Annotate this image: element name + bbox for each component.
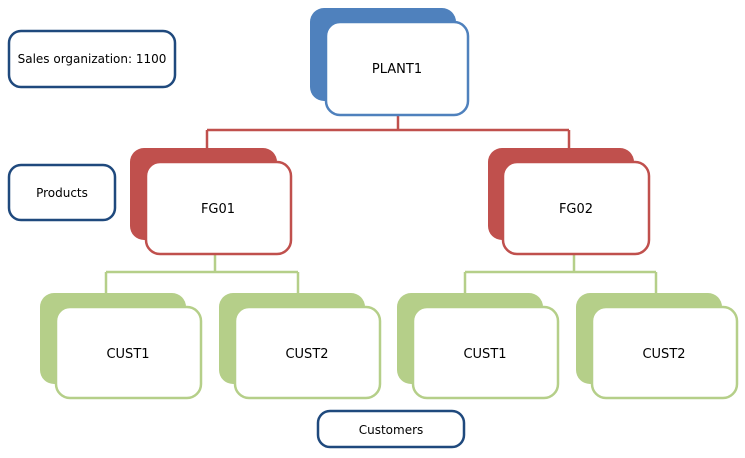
node-fg02-label: FG02 — [559, 202, 593, 217]
legend-sales-org-box — [7, 29, 177, 89]
legend-sales-org-label: Sales organization: 1100 — [18, 52, 167, 66]
legend-products-label: Products — [36, 186, 88, 200]
node-plant[interactable]: PLANT1 — [310, 8, 470, 117]
node-fg02-card — [501, 160, 651, 256]
node-customer-fg02-cust1[interactable]: CUST1 — [397, 293, 560, 400]
node-customer-label: CUST1 — [106, 347, 149, 362]
node-customer-card — [590, 305, 739, 400]
node-customer-card — [54, 305, 203, 400]
legend-customers-box — [316, 409, 466, 449]
node-customer-card — [233, 305, 382, 400]
node-fg01-card — [144, 160, 293, 256]
legend-products-box — [7, 163, 117, 222]
node-customer-card — [411, 305, 560, 400]
legend-sales-org: Sales organization: 1100 — [7, 29, 177, 89]
node-product-fg01[interactable]: FG01 — [130, 148, 293, 256]
legend-customers: Customers — [316, 409, 466, 449]
product-connectors — [104, 254, 658, 295]
node-product-fg02[interactable]: FG02 — [488, 148, 651, 256]
node-customer-fg02-cust2[interactable]: CUST2 — [576, 293, 739, 400]
node-plant-card — [324, 20, 470, 117]
node-customer-label: CUST1 — [463, 347, 506, 362]
node-customer-label: CUST2 — [285, 347, 328, 362]
node-fg01-label: FG01 — [201, 202, 235, 217]
plant-connectors — [205, 115, 571, 150]
node-customer-fg01-cust1[interactable]: CUST1 — [40, 293, 203, 400]
legend-customers-label: Customers — [359, 423, 424, 437]
node-customer-label: CUST2 — [642, 347, 685, 362]
legend-products: Products — [7, 163, 117, 222]
node-customer-fg01-cust2[interactable]: CUST2 — [219, 293, 382, 400]
node-plant-label: PLANT1 — [372, 62, 422, 77]
